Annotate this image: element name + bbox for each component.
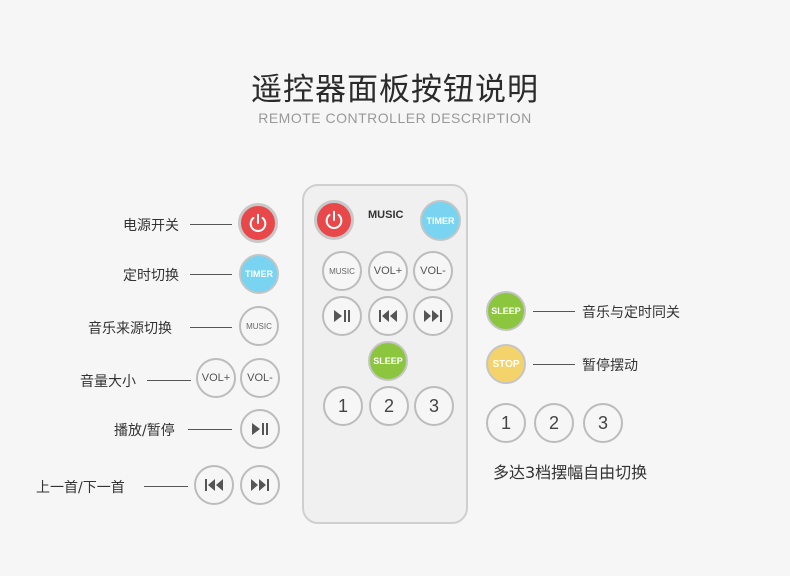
next-button[interactable] [240, 465, 280, 505]
play-pause-icon [252, 423, 268, 435]
connector-line [190, 274, 232, 275]
connector-line [190, 224, 232, 225]
label-timer: 定时切换 [123, 268, 179, 284]
remote-previous-button[interactable] [368, 296, 408, 336]
label-volume: 音量大小 [80, 374, 136, 390]
label-music-source: 音乐来源切换 [88, 321, 172, 337]
vol-down-button[interactable]: VOL- [240, 358, 280, 398]
label-swing-levels: 多达3档摆幅自由切换 [493, 463, 648, 482]
connector-line [147, 380, 191, 381]
power-icon [249, 213, 267, 232]
play-pause-button[interactable] [240, 409, 280, 449]
remote-play-pause-button[interactable] [322, 296, 362, 336]
timer-button[interactable]: TIMER [239, 254, 279, 294]
connector-line [144, 486, 188, 487]
swing-level-3-button[interactable]: 3 [583, 403, 623, 443]
power-button[interactable] [238, 203, 278, 243]
swing-level-1-button[interactable]: 1 [486, 403, 526, 443]
previous-icon [379, 310, 397, 322]
previous-button[interactable] [194, 465, 234, 505]
play-pause-icon [334, 310, 350, 322]
vol-up-button[interactable]: VOL+ [196, 358, 236, 398]
previous-icon [205, 479, 223, 491]
remote-music-button[interactable]: MUSIC [322, 251, 362, 291]
remote-vol-down-button[interactable]: VOL- [413, 251, 453, 291]
page-title: 遥控器面板按钮说明 [251, 72, 539, 108]
label-sleep: 音乐与定时同关 [582, 305, 680, 321]
label-stop: 暂停摆动 [582, 358, 638, 374]
music-button[interactable]: MUSIC [239, 306, 279, 346]
remote-number-2-button[interactable]: 2 [369, 386, 409, 426]
connector-line [533, 311, 575, 312]
next-icon [424, 310, 442, 322]
swing-level-2-button[interactable]: 2 [534, 403, 574, 443]
connector-line [533, 364, 575, 365]
connector-line [188, 429, 232, 430]
stop-button[interactable]: STOP [486, 344, 526, 384]
connector-line [190, 327, 232, 328]
label-prev-next: 上一首/下一首 [36, 480, 125, 496]
remote-number-1-button[interactable]: 1 [323, 386, 363, 426]
sleep-button[interactable]: SLEEP [486, 291, 526, 331]
remote-power-button[interactable] [314, 200, 354, 240]
label-play-pause: 播放/暂停 [114, 423, 175, 439]
page-subtitle: REMOTE CONTROLLER DESCRIPTION [258, 110, 532, 126]
remote-vol-up-button[interactable]: VOL+ [368, 251, 408, 291]
label-power: 电源开关 [123, 218, 179, 234]
remote-number-3-button[interactable]: 3 [414, 386, 454, 426]
remote-sleep-button[interactable]: SLEEP [368, 341, 408, 381]
next-icon [251, 479, 269, 491]
remote-next-button[interactable] [413, 296, 453, 336]
power-icon [325, 210, 343, 229]
remote-music-label: MUSIC [368, 209, 404, 221]
remote-timer-button[interactable]: TIMER [420, 200, 461, 241]
